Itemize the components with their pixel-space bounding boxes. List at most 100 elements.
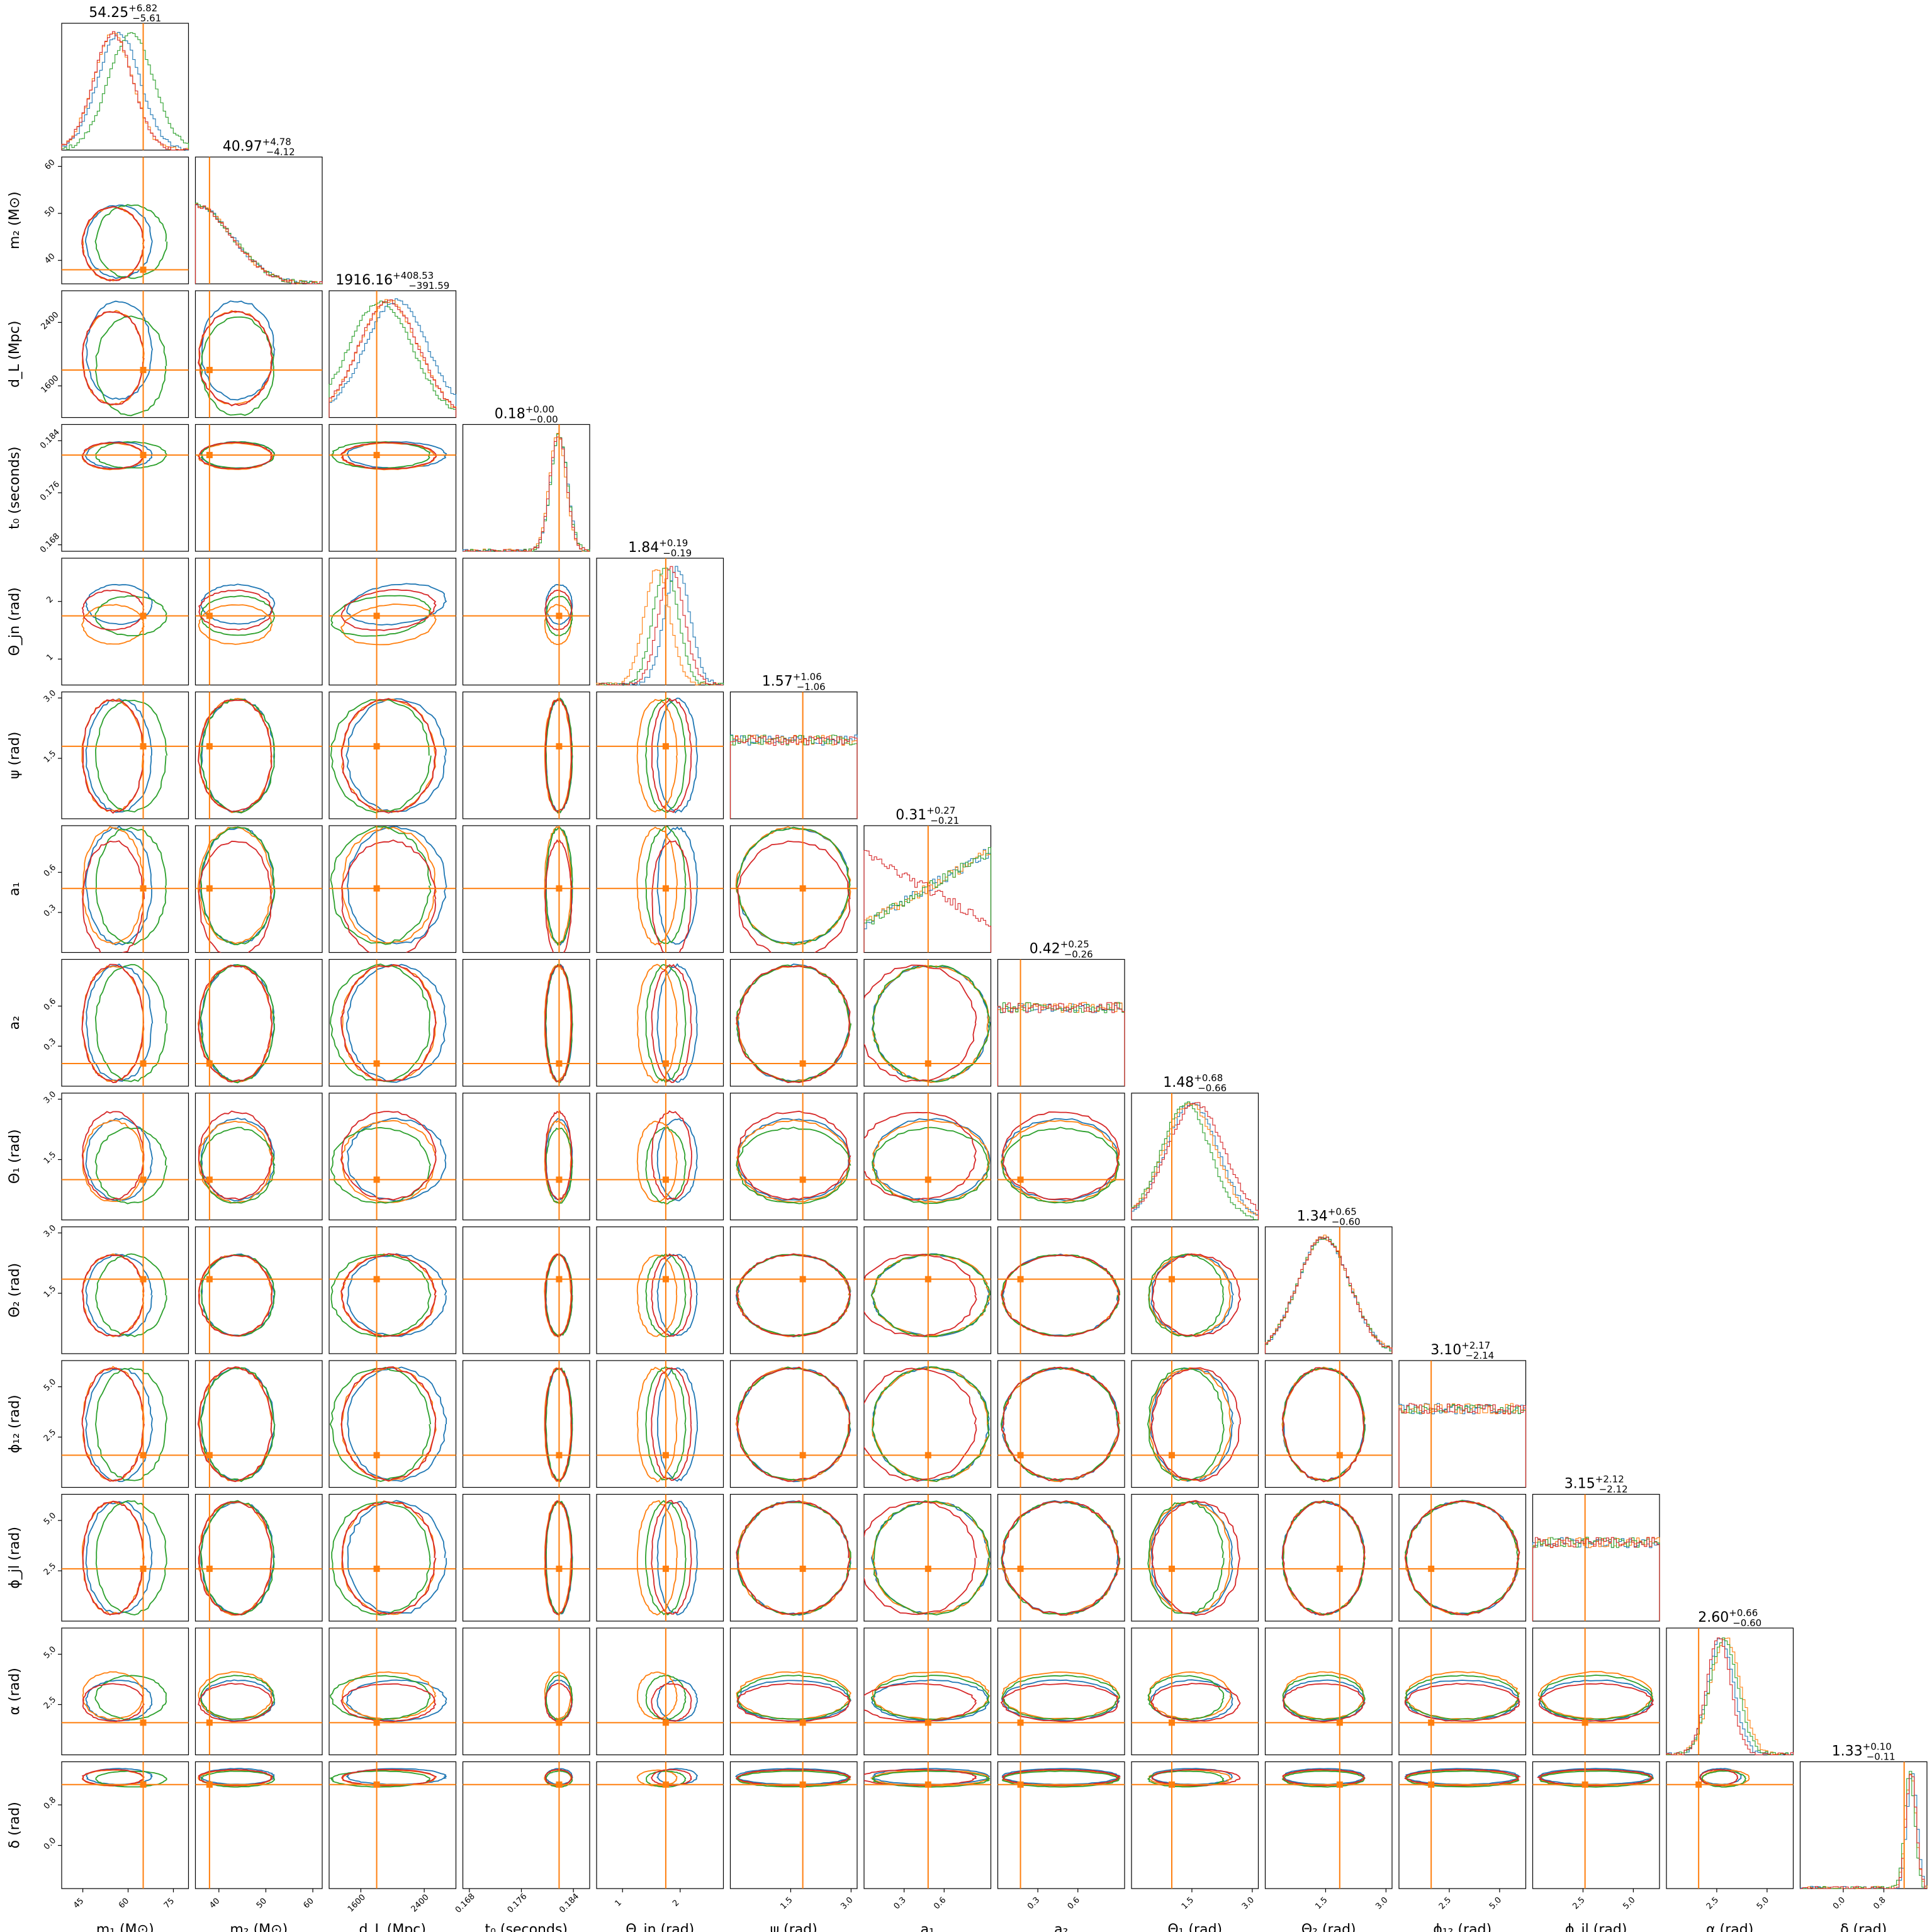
- contour-theta2-m1-series-3: [81, 1254, 145, 1337]
- contour-a2-psi-series-3: [736, 965, 851, 1084]
- ytick-label-phijl: 2.5: [42, 1561, 58, 1577]
- hist-a2-series-2: [997, 1002, 1125, 1086]
- contour-a1-dL-series-2: [330, 826, 432, 945]
- truth-marker: [373, 1452, 380, 1459]
- panel-delta-vs-theta_jn: [596, 1761, 724, 1889]
- xtick-label-m2: 60: [301, 1896, 315, 1910]
- ytick-label-alpha: 2.5: [42, 1695, 58, 1710]
- contour-phijl-m1-series-2: [95, 1500, 167, 1615]
- panel-alpha-vs-a1: [863, 1627, 992, 1756]
- panel-theta_jn-vs-t0: [462, 558, 590, 686]
- ytick-label-phi12: 5.0: [42, 1377, 58, 1393]
- hist-dL-series-1: [329, 299, 457, 418]
- contour-phi12-theta_jn-series-3: [651, 1367, 692, 1481]
- panel-phijl-vs-m2: [194, 1493, 323, 1622]
- contour-delta-theta2-series-3: [1282, 1768, 1366, 1787]
- contour-theta2-dL-series-0: [346, 1253, 447, 1337]
- contour-theta2-theta1-series-0: [1150, 1253, 1234, 1337]
- xtick-label-m1: 75: [162, 1896, 176, 1910]
- truth-marker: [140, 1060, 147, 1067]
- contour-delta-alpha-series-3: [1699, 1769, 1739, 1787]
- ytick-label-dL: 1600: [40, 374, 61, 395]
- ylabel-theta1: Θ₁ (rad): [7, 1129, 23, 1184]
- contour-delta-m2-series-2: [200, 1770, 276, 1788]
- panel-theta1-vs-a2: [997, 1092, 1125, 1221]
- hist-panel-delta: [1799, 1761, 1928, 1889]
- contour-dL-m2-series-2: [199, 316, 274, 416]
- truth-marker: [140, 1719, 147, 1726]
- panel-a1-vs-theta_jn: [596, 825, 724, 953]
- title-alpha: 2.60+0.66−0.60: [1698, 1607, 1761, 1629]
- hist-panel-m1: [61, 23, 189, 151]
- panel-t0-vs-dL: [329, 424, 457, 552]
- contour-delta-phijl-series-0: [1537, 1768, 1654, 1785]
- xtick-label-m2: 40: [208, 1896, 222, 1910]
- contour-phijl-dL-series-3: [341, 1501, 437, 1615]
- contour-alpha-m2-series-0: [200, 1679, 276, 1722]
- contour-a2-psi-series-1: [736, 965, 851, 1083]
- truth-marker: [556, 743, 563, 750]
- contour-theta_jn-t0-series-3: [544, 589, 573, 631]
- contour-theta1-a2-series-1: [1001, 1120, 1120, 1203]
- contour-theta1-a2-series-0: [1001, 1118, 1120, 1201]
- contour-dL-m2-series-3: [198, 310, 273, 407]
- contour-delta-m1-series-2: [95, 1770, 167, 1788]
- xtick-label-dL: 2400: [410, 1893, 431, 1914]
- xtick-label-a1: 0.6: [932, 1895, 948, 1911]
- truth-marker: [662, 1452, 669, 1459]
- truth-marker: [556, 1719, 563, 1726]
- contour-theta_jn-m2-series-1: [198, 604, 273, 645]
- hist-alpha-series-1: [1666, 1637, 1794, 1756]
- xlabel-psi: ψ (rad): [770, 1922, 817, 1932]
- contour-alpha-dL-series-2: [330, 1675, 431, 1721]
- contour-theta1-m1-series-1: [82, 1120, 145, 1202]
- contour-a2-m1-series-0: [85, 963, 154, 1082]
- contour-phijl-phi12-series-3: [1404, 1500, 1520, 1616]
- contour-m2-m1-series-3: [81, 206, 145, 282]
- truth-marker: [1168, 1719, 1175, 1726]
- truth-marker: [373, 885, 380, 892]
- contour-phijl-m1-series-3: [82, 1500, 145, 1615]
- contour-phi12-theta1-series-3: [1150, 1367, 1241, 1482]
- contour-phijl-dL-series-2: [331, 1501, 431, 1616]
- contour-theta1-theta_jn-series-3: [651, 1110, 692, 1201]
- ytick-label-a1: 0.6: [42, 863, 58, 879]
- hist-a2-series-0: [997, 1003, 1125, 1086]
- panel-theta2-vs-t0: [462, 1226, 590, 1354]
- contour-alpha-dL-series-3: [340, 1683, 437, 1722]
- panel-theta2-vs-psi: [729, 1226, 858, 1354]
- contour-phi12-dL-series-2: [329, 1366, 431, 1482]
- truth-marker: [662, 743, 669, 750]
- contour-theta2-dL-series-2: [330, 1254, 432, 1338]
- truth-marker: [924, 1452, 931, 1459]
- contour-alpha-a2-series-3: [1000, 1683, 1119, 1722]
- panel-a1-vs-m1: [61, 825, 189, 953]
- contour-a1-theta_jn-series-3: [651, 840, 692, 953]
- title-phijl: 3.15+2.12−2.12: [1564, 1474, 1628, 1495]
- truth-marker: [140, 885, 147, 892]
- truth-marker: [373, 743, 380, 750]
- truth-marker: [140, 452, 147, 459]
- truth-marker: [662, 1276, 669, 1283]
- panel-psi-vs-m1: [61, 691, 189, 819]
- truth-marker: [373, 452, 380, 459]
- truth-marker: [140, 1276, 147, 1283]
- contour-a2-m1-series-1: [81, 965, 144, 1082]
- hist-theta2-series-3: [1264, 1236, 1393, 1354]
- contour-phijl-a1-series-3: [864, 1500, 977, 1615]
- ytick-label-alpha: 5.0: [42, 1644, 58, 1660]
- ytick-label-delta: 0.8: [42, 1795, 58, 1811]
- xlabel-alpha: α (rad): [1706, 1922, 1753, 1932]
- contour-theta1-a2-series-2: [1001, 1126, 1120, 1204]
- contour-phijl-theta1-series-0: [1150, 1500, 1233, 1615]
- panel-phijl-vs-m1: [61, 1493, 189, 1622]
- contour-psi-theta_jn-series-3: [651, 697, 692, 813]
- contour-phi12-a1-series-3: [864, 1368, 977, 1482]
- ytick-label-dL: 2400: [40, 310, 61, 332]
- ytick-label-a2: 0.6: [42, 997, 58, 1013]
- contour-theta2-theta1-series-1: [1148, 1253, 1232, 1337]
- xtick-label-dL: 1600: [346, 1893, 368, 1914]
- contour-alpha-m2-series-1: [198, 1671, 273, 1720]
- panel-delta-vs-a1: [863, 1761, 992, 1889]
- panel-phi12-vs-theta1: [1131, 1360, 1259, 1488]
